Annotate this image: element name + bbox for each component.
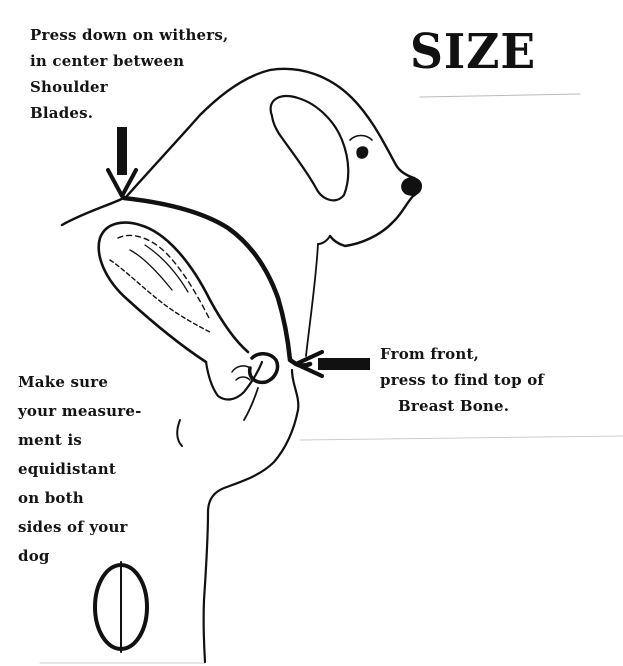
equidistant-line: equidistant	[18, 455, 142, 484]
withers-arrow-shaft	[117, 127, 127, 175]
dog-elbow-joint	[250, 354, 278, 383]
equidistant-line: dog	[18, 542, 142, 571]
equidistant-line: your measure-	[18, 397, 142, 426]
dog-body-line	[244, 388, 258, 420]
dog-eye	[356, 146, 368, 159]
withers-instruction: Press down on withers, in center between…	[30, 22, 228, 126]
dog-jaw	[318, 236, 330, 244]
breastbone-line: Breast Bone.	[380, 393, 544, 419]
dog-paw-detail	[232, 366, 250, 380]
equidistant-line: ment is	[18, 426, 142, 455]
withers-line: Shoulder	[30, 74, 228, 100]
dog-ear	[271, 96, 349, 200]
dog-eye-brow	[350, 136, 372, 141]
harness-line	[124, 198, 310, 366]
dog-throat	[306, 244, 318, 356]
breastbone-instruction: From front, press to find top of Breast …	[380, 341, 544, 419]
withers-line: Press down on withers,	[30, 22, 228, 48]
equidistant-line: Make sure	[18, 368, 142, 397]
withers-line: in center between	[30, 48, 228, 74]
title: SIZE	[410, 24, 536, 80]
breastbone-arrow-shaft	[318, 358, 370, 370]
scan-line	[300, 436, 623, 440]
dog-chest-outline	[204, 370, 299, 662]
equidistant-line: sides of your	[18, 513, 142, 542]
dog-lower-line	[177, 420, 182, 446]
dog-front-leg	[99, 223, 248, 362]
equidistant-instruction: Make sure your measure- ment is equidist…	[18, 368, 142, 571]
equidistant-line: on both	[18, 484, 142, 513]
withers-line: Blades.	[30, 100, 228, 126]
scan-line	[420, 94, 580, 97]
breastbone-line: From front,	[380, 341, 544, 367]
breastbone-line: press to find top of	[380, 367, 544, 393]
dog-nose	[401, 177, 422, 196]
